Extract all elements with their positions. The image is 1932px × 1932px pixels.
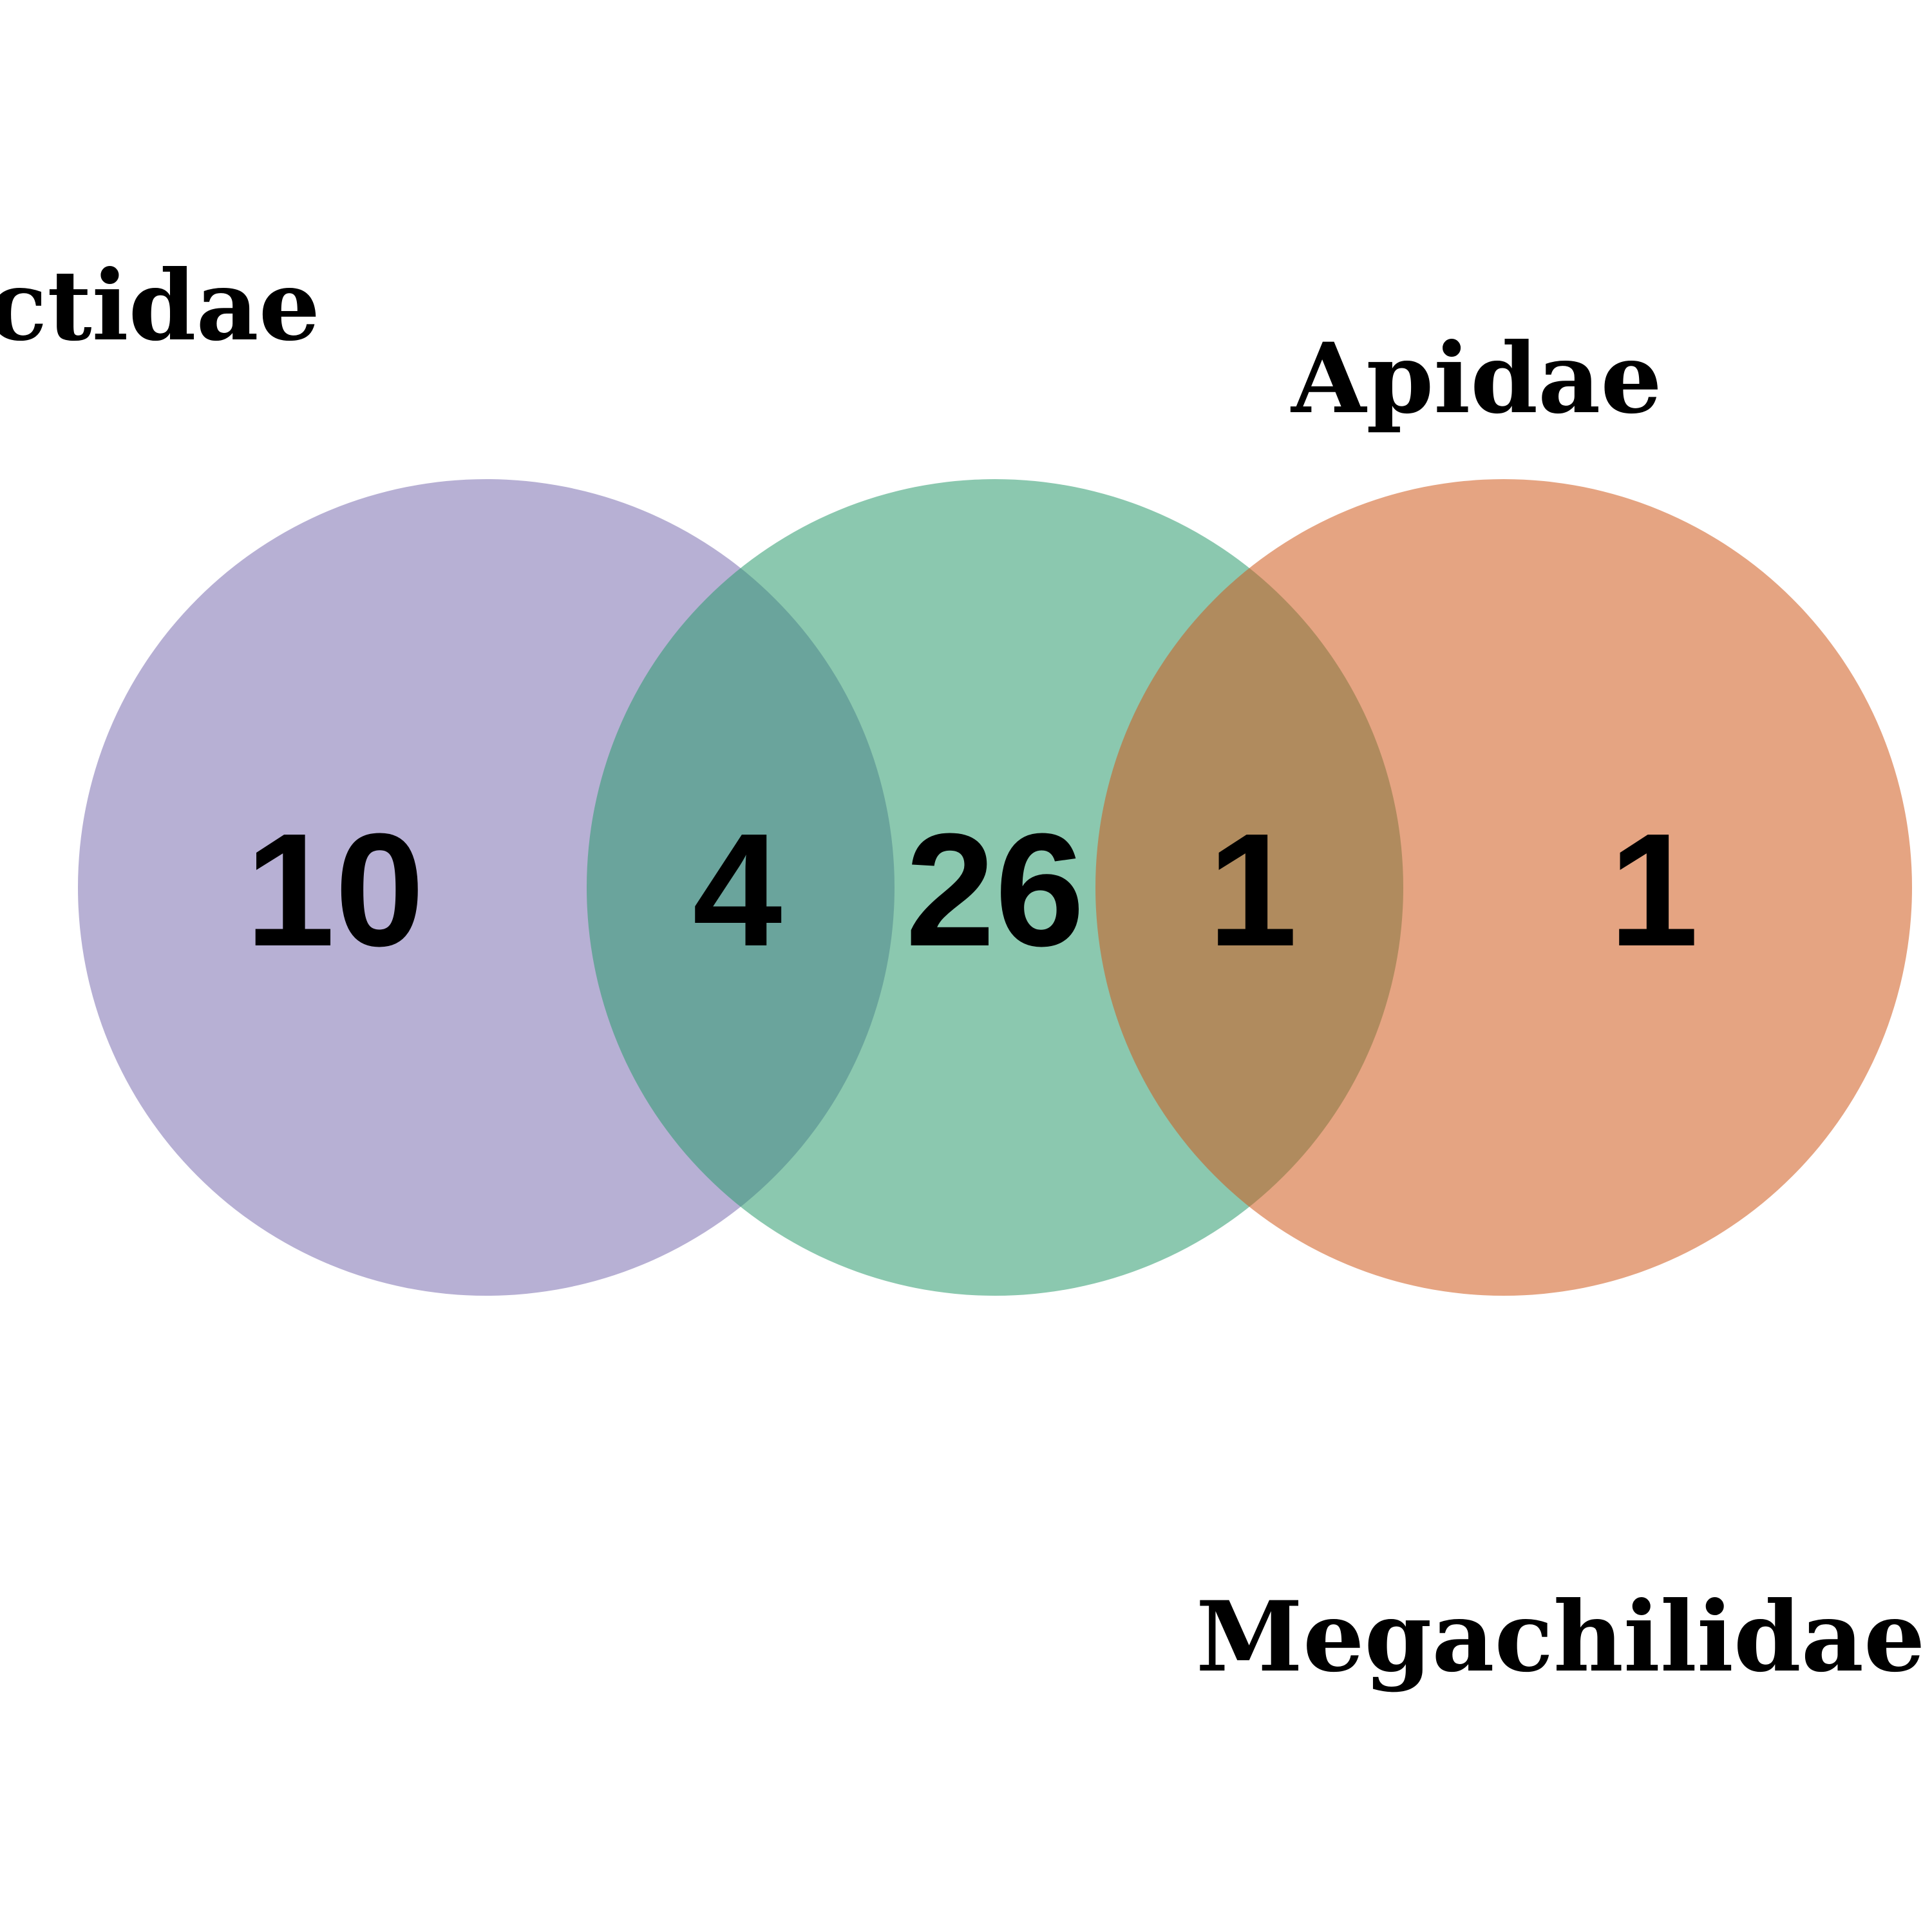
region-count-middle-only: 26	[905, 800, 1084, 980]
set-circle-right	[1095, 479, 1912, 1296]
set-label-middle: Apidae	[1290, 322, 1662, 435]
region-count-right-only: 1	[1609, 800, 1698, 980]
set-label-left: ctidae	[0, 249, 320, 363]
region-count-left-middle: 4	[692, 800, 782, 980]
region-count-middle-right: 1	[1208, 800, 1297, 980]
region-count-left-only: 10	[245, 800, 424, 980]
set-label-right: Megachilidae	[1196, 1580, 1925, 1694]
